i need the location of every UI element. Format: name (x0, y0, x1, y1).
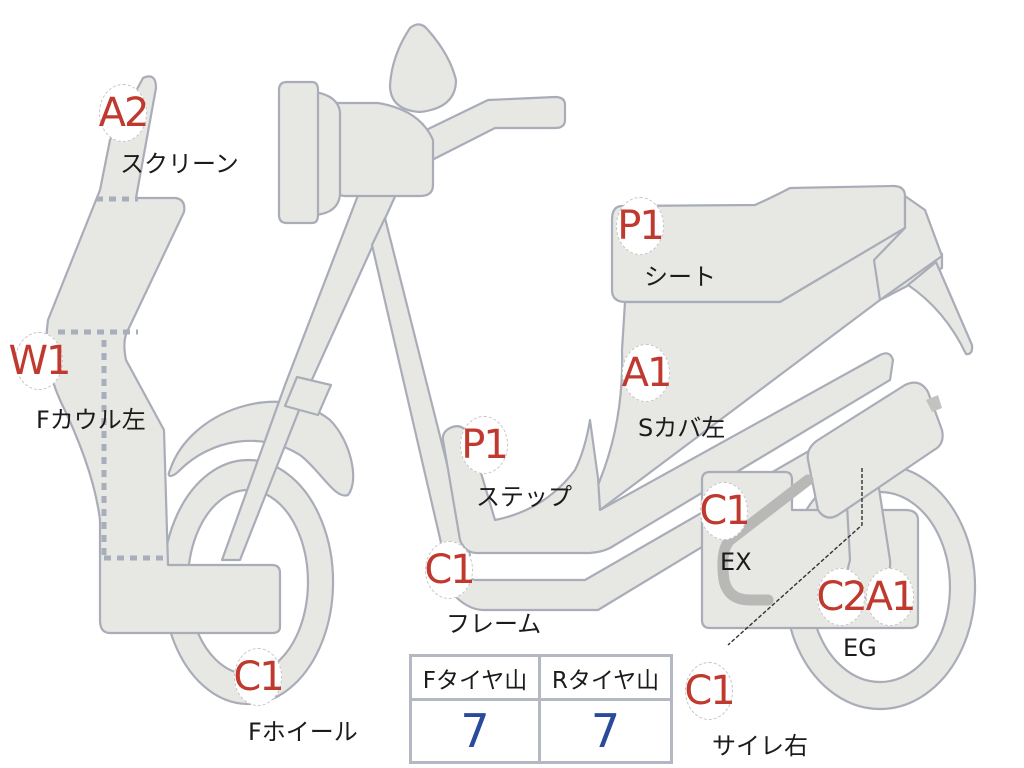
front-cowl (45, 75, 282, 635)
grade-badge-screen: A2 (99, 84, 149, 142)
headlight-housing (334, 101, 435, 198)
grade-badge-front-wheel: C1 (233, 648, 285, 706)
grade-badge-engine-c2: C2 (816, 568, 868, 626)
airbox (806, 381, 944, 519)
label-step: ステップ (476, 483, 572, 511)
label-seat: シート (644, 263, 716, 291)
front-tire-tread-header: Fタイヤ山 (412, 657, 541, 701)
label-side-cover-left: Sカバ左 (638, 414, 726, 442)
grade-badge-seat: P1 (616, 197, 665, 255)
exhaust-pipe (717, 474, 814, 606)
handlebar (420, 95, 567, 162)
label-screen: スクリーン (120, 150, 239, 178)
tail-fin (906, 260, 974, 356)
rear-cowl (872, 194, 944, 302)
fork-collar (283, 375, 333, 417)
silencer-leader-line (727, 468, 863, 646)
grade-badge-step: P1 (460, 416, 509, 474)
grade-badge-silencer-right: C1 (684, 662, 736, 720)
front-fender (167, 400, 355, 497)
grade-badge-frame: C1 (424, 541, 476, 599)
mirror (388, 23, 458, 114)
rear-tire-tread-header: Rタイヤ山 (541, 657, 670, 701)
front-tire-tread-value: 7 (412, 701, 541, 761)
label-front-cowl-left: Fカウル左 (36, 406, 146, 434)
grade-badge-side-cover-left: A1 (622, 344, 672, 402)
grade-badge-front-cowl-left: W1 (9, 332, 72, 390)
label-silencer-right: サイレ右 (712, 732, 808, 760)
grade-badge-engine-a1: A1 (866, 568, 916, 626)
label-front-wheel: Fホイール (248, 718, 358, 746)
headlight-lens (277, 80, 320, 225)
grade-badge-exhaust: C1 (699, 482, 751, 540)
label-exhaust: EX (720, 548, 752, 576)
label-frame: フレーム (446, 610, 542, 638)
label-engine: EG (843, 634, 877, 662)
airbox-nub (926, 395, 942, 412)
step-floor (441, 352, 895, 555)
headlight-rim (313, 90, 342, 217)
rear-tire-tread-value: 7 (590, 704, 621, 758)
tire-tread-table: Fタイヤ山 Rタイヤ山 7 7 (409, 654, 673, 764)
